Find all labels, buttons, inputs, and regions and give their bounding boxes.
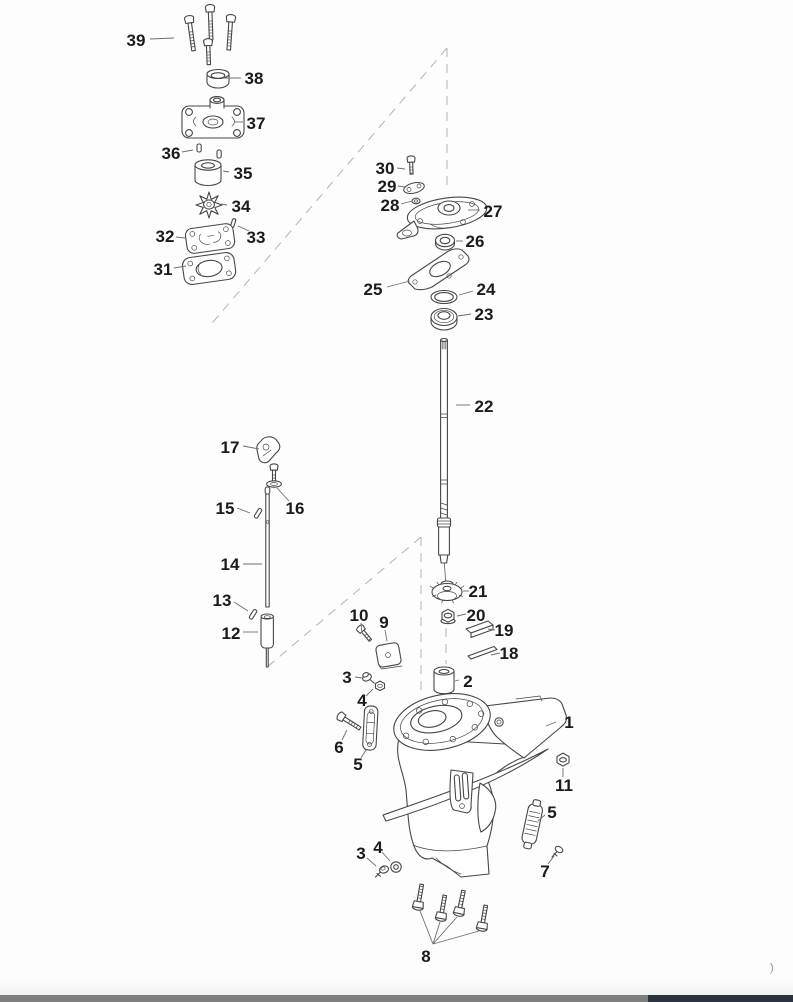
- scrollbar-thumb[interactable]: [0, 995, 648, 1002]
- part-label-7: 7: [540, 862, 549, 881]
- part-29-plate: [403, 181, 425, 195]
- part-label-4-lower: 4: [373, 838, 383, 857]
- part-label-23: 23: [475, 305, 494, 324]
- part-label-11: 11: [555, 776, 573, 795]
- part-2-bushing: [433, 666, 455, 695]
- part-label-9: 9: [379, 613, 388, 632]
- part-label-34: 34: [232, 197, 251, 216]
- scrollbar-track[interactable]: [648, 995, 793, 1002]
- stray-mark: ): [770, 962, 774, 974]
- part-label-17: 17: [221, 438, 240, 457]
- part-label-13: 13: [213, 591, 232, 610]
- part-8-bolts: [411, 882, 492, 945]
- part-label-4-upper: 4: [357, 691, 367, 710]
- part-35-impeller-cup: [194, 159, 222, 187]
- part-11-nut: [556, 752, 570, 767]
- part-label-10: 10: [350, 606, 369, 625]
- part-label-39: 39: [127, 31, 146, 50]
- part-12-shift-bushing: [260, 613, 274, 668]
- part-26-oil-seal: [434, 233, 456, 251]
- part-label-5-right: 5: [547, 803, 556, 822]
- part-20-pinion-nut: [440, 608, 456, 625]
- part-label-15: 15: [216, 499, 235, 518]
- part-label-28: 28: [381, 196, 400, 215]
- part-label-8: 8: [421, 947, 430, 966]
- part-label-24: 24: [477, 280, 496, 299]
- part-label-14: 14: [221, 555, 240, 574]
- part-38-bushing-cup: [206, 68, 230, 89]
- part-27-pump-base: [396, 196, 488, 240]
- leader-lines: [149, 37, 564, 867]
- part-label-6: 6: [334, 738, 343, 757]
- part-label-3-lower: 3: [356, 844, 365, 863]
- part-label-27: 27: [484, 202, 503, 221]
- part-label-16: 16: [286, 499, 305, 518]
- part-label-1: 1: [564, 713, 573, 732]
- part-label-18: 18: [500, 644, 519, 663]
- part-label-32: 32: [156, 227, 175, 246]
- part-25-gasket: [407, 248, 470, 291]
- part-callouts: 39 38 37 36 35 34 33 32 31 30 29 28 27 2…: [127, 31, 574, 966]
- part-28-seal-ring: [411, 197, 421, 205]
- alignment-guides: [207, 47, 448, 690]
- part-24-o-ring: [430, 289, 458, 305]
- part-label-30: 30: [376, 159, 395, 178]
- part-label-21: 21: [469, 582, 488, 601]
- part-21-pinion-gear: [429, 580, 465, 604]
- part-17-shift-cam: [256, 436, 281, 464]
- part-label-12: 12: [222, 624, 241, 643]
- part-37-pump-housing: [181, 95, 245, 139]
- part-7-screw: [551, 845, 564, 858]
- part-31-gasket: [181, 251, 237, 285]
- part-19-drive-key: [465, 620, 494, 639]
- part-4-washer-lower: [390, 861, 402, 873]
- horizontal-scrollbar[interactable]: [0, 995, 793, 1002]
- part-label-3-upper: 3: [342, 668, 351, 687]
- part-16-cam-bolt: [266, 463, 282, 488]
- part-39-bolts: [183, 3, 237, 66]
- part-label-29: 29: [378, 177, 397, 196]
- part-9-anode-block: [375, 642, 403, 670]
- part-22-driveshaft: [436, 337, 452, 582]
- part-label-33: 33: [247, 228, 266, 247]
- part-label-2: 2: [463, 672, 472, 691]
- part-13-pin: [248, 609, 258, 620]
- part-34-impeller: [195, 191, 223, 219]
- part-label-26: 26: [466, 232, 485, 251]
- part-10-bolt: [355, 623, 375, 644]
- part-32-face-plate: [184, 223, 236, 254]
- part-14-shift-shaft-rod: [264, 486, 271, 608]
- part-label-19: 19: [495, 621, 514, 640]
- part-label-36: 36: [162, 144, 181, 163]
- part-label-20: 20: [467, 606, 486, 625]
- part-3-bolt-upper: [362, 671, 375, 684]
- part-18-shear-key: [467, 645, 498, 660]
- part-30-bolt: [406, 155, 417, 175]
- part-1-gearcase-housing: [382, 693, 567, 878]
- page-bottom-fade: [0, 978, 793, 995]
- part-4-nut-upper: [374, 680, 386, 692]
- part-23-bearing: [430, 307, 458, 331]
- part-36-dowel-pins: [196, 143, 222, 159]
- part-label-38: 38: [245, 69, 264, 88]
- part-label-31: 31: [154, 260, 173, 279]
- part-6-screw: [335, 710, 363, 733]
- part-3-bolt-lower: [374, 865, 390, 878]
- part-label-22: 22: [475, 397, 494, 416]
- part-5-anode-right: [521, 799, 544, 850]
- part-label-25: 25: [364, 280, 383, 299]
- part-15-pin: [253, 508, 263, 519]
- part-label-35: 35: [234, 164, 253, 183]
- part-label-5-left: 5: [353, 755, 362, 774]
- part-label-37: 37: [247, 114, 266, 133]
- part-5-anode-left: [362, 705, 379, 751]
